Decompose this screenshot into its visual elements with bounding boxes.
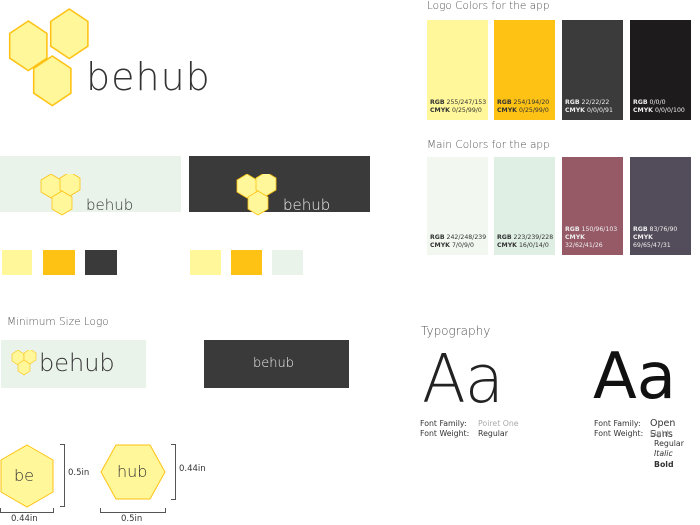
hub-hexagon-text: hub xyxy=(117,462,148,481)
main-logo-honeycomb-icon xyxy=(8,8,89,107)
typography-right-weight-regular: Regular xyxy=(654,439,684,448)
be-width-label: 0.44in xyxy=(11,514,38,524)
hub-width-label: 0.5in xyxy=(121,514,143,524)
be-height-label: 0.5in xyxy=(68,468,90,478)
minimum-dark-wordmark: behub xyxy=(253,356,294,371)
typography-right-weight-label: Font Weight: xyxy=(594,429,644,438)
minimum-light-logo: behub xyxy=(1,340,146,388)
minimum-light-wordmark: behub xyxy=(39,349,115,377)
banner-honeycomb-icon xyxy=(40,174,81,216)
chip-gold-2 xyxy=(231,250,262,275)
minimum-size-title: Minimum Size Logo xyxy=(7,316,109,328)
light-banner-wordmark: behub xyxy=(86,196,134,214)
main-logo-wordmark: behub xyxy=(86,55,211,99)
typography-right-sample: Aa xyxy=(593,340,676,414)
typography-left-weight: Regular xyxy=(478,429,508,438)
chip-yellow-2 xyxy=(190,250,221,275)
chip-mint xyxy=(272,250,303,275)
chip-gold xyxy=(43,250,75,275)
chip-yellow xyxy=(2,250,32,275)
dark-banner-wordmark: behub xyxy=(283,196,331,214)
hub-hexagon-icon xyxy=(100,444,166,500)
minimum-dark-logo: behub xyxy=(204,340,349,388)
typography-right-weight-bold: Bold xyxy=(654,460,674,469)
main-colors-title: Main Colors for the app xyxy=(427,139,550,151)
typography-right-family: Open Sans xyxy=(650,418,676,440)
typography-left-family: Poiret One xyxy=(478,419,519,428)
light-banner: behub xyxy=(0,156,181,216)
chip-dark xyxy=(85,250,117,275)
hub-height-label: 0.44in xyxy=(179,464,206,474)
logo-colors-title: Logo Colors for the app xyxy=(427,0,550,12)
dark-banner: behub xyxy=(189,156,370,216)
be-hexagon-text: be xyxy=(14,466,34,485)
be-hexagon-icon xyxy=(0,444,54,508)
minimum-honeycomb-icon xyxy=(11,350,37,376)
typography-right-weight-light: Light xyxy=(650,429,670,438)
typography-left-sample: Aa xyxy=(422,341,504,419)
typography-right-family-label: Font Family: xyxy=(594,419,641,428)
typography-right-weight-italic: Italic xyxy=(654,449,673,458)
typography-left-weight-label: Font Weight: xyxy=(420,429,470,438)
typography-title: Typography xyxy=(421,324,491,338)
dark-banner-honeycomb-icon xyxy=(236,174,277,216)
typography-left-family-label: Font Family: xyxy=(420,419,467,428)
